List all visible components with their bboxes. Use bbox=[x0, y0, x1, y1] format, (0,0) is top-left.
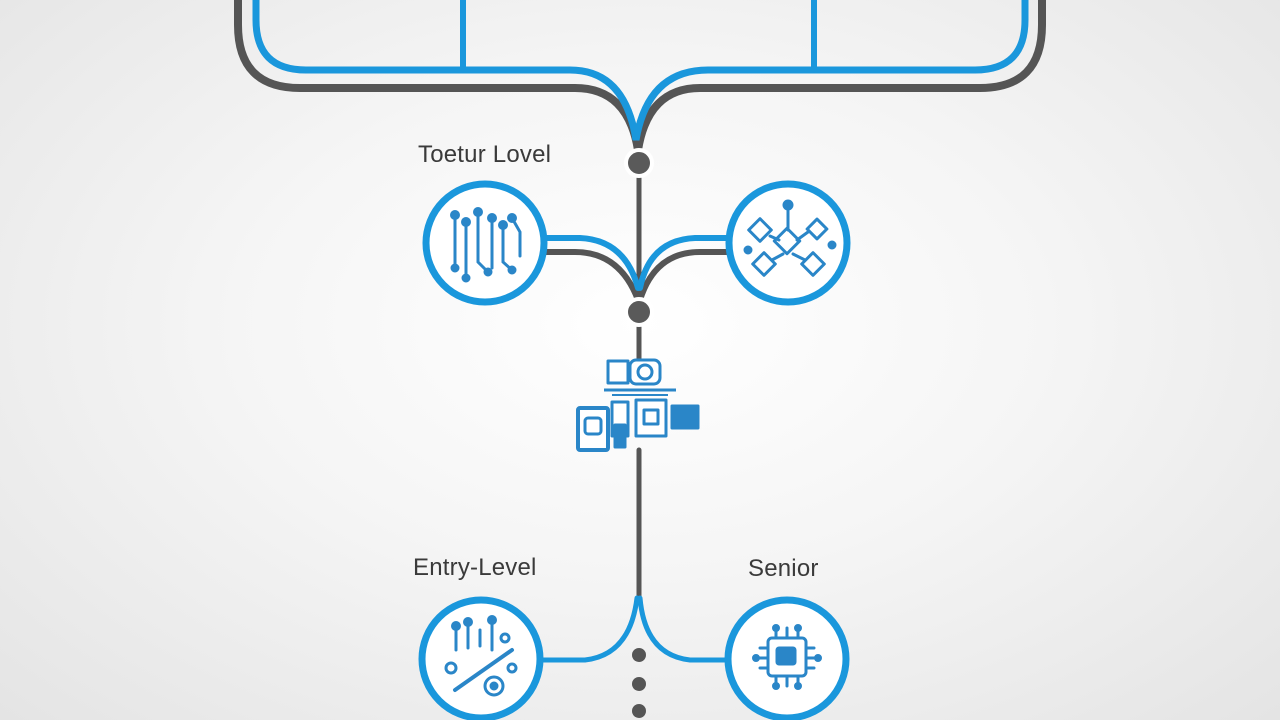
senior-label: Senior bbox=[748, 555, 819, 582]
devices-cluster-icon bbox=[576, 358, 700, 452]
junction-dot-mid bbox=[624, 297, 654, 327]
branch-right-gray bbox=[637, 249, 731, 303]
top-frame-blue-path bbox=[252, 0, 1029, 141]
branch-left-gray bbox=[542, 249, 641, 303]
top-level-label: Toetur Lovel bbox=[418, 141, 552, 168]
branch-right-blue bbox=[637, 235, 731, 291]
dotted-dot-1 bbox=[632, 648, 646, 662]
top-frame bbox=[234, 0, 1046, 151]
dotted-dot-3 bbox=[632, 704, 646, 718]
dotted-dot-2 bbox=[632, 677, 646, 691]
tools-gears-icon bbox=[444, 615, 518, 697]
junctions bbox=[624, 148, 654, 718]
network-nodes-icon bbox=[743, 199, 837, 277]
senior-node bbox=[724, 596, 850, 720]
circuit-branches-icon bbox=[450, 207, 522, 283]
junction-dot-top bbox=[624, 148, 654, 178]
processor-chip-icon bbox=[752, 624, 822, 690]
entry-level-node bbox=[418, 596, 544, 720]
center-devices-node bbox=[576, 358, 700, 452]
branch-bottom-left bbox=[538, 595, 640, 663]
top-left-circuit-node bbox=[422, 180, 548, 306]
entry-level-label: Entry-Level bbox=[413, 554, 537, 581]
middle-branches bbox=[542, 235, 731, 303]
branch-left-blue bbox=[542, 235, 641, 291]
top-right-network-node bbox=[725, 180, 851, 306]
branch-bottom-right bbox=[637, 595, 733, 663]
bottom-branches bbox=[538, 595, 733, 663]
